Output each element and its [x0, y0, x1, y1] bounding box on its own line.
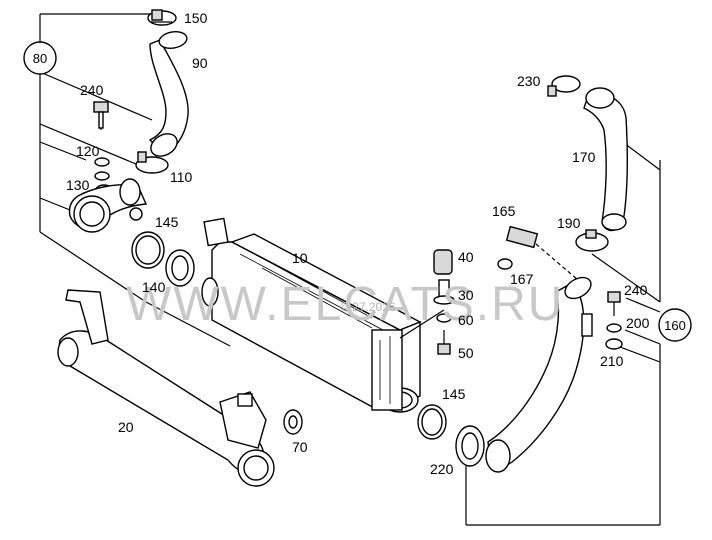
- label-190: 190: [557, 215, 581, 231]
- seal-167: [497, 258, 513, 270]
- hose-90: [148, 31, 189, 157]
- hose-170: [583, 87, 629, 232]
- mount-40: [433, 249, 453, 275]
- label-90: 90: [192, 55, 208, 71]
- oring-145-left: [131, 231, 165, 269]
- label-167: 167: [510, 271, 534, 287]
- label-140: 140: [142, 279, 166, 295]
- frame-lines: [39, 13, 661, 526]
- washer-60: [436, 313, 452, 323]
- sleeve-30: [433, 279, 455, 305]
- bolt-240-right: [607, 291, 621, 316]
- label-165: 165: [492, 203, 516, 219]
- hose-20: [57, 289, 275, 487]
- bolt-50: [399, 309, 451, 355]
- label-120: 120: [76, 143, 100, 159]
- clamp-230: [547, 75, 581, 97]
- label-130: 130: [66, 177, 90, 193]
- label-30: 30: [458, 287, 474, 303]
- sensor-165: [505, 225, 579, 281]
- label-60: 60: [458, 312, 474, 328]
- intercooler-10: [201, 217, 422, 413]
- washer-200: [606, 323, 622, 333]
- watermark-stamp: © 27.2026: [340, 300, 396, 314]
- seal-220: [455, 425, 485, 467]
- label-240-left: 240: [80, 82, 104, 98]
- label-50: 50: [458, 345, 474, 361]
- label-110: 110: [170, 169, 193, 185]
- washer-120: [94, 157, 110, 181]
- label-150: 150: [184, 10, 208, 26]
- label-200: 200: [626, 315, 650, 331]
- label-10: 10: [292, 250, 308, 266]
- callout-80-text: 80: [33, 51, 47, 66]
- callout-160: 160: [658, 308, 692, 342]
- label-70: 70: [292, 439, 308, 455]
- clamp-110: [135, 151, 169, 174]
- label-230: 230: [517, 73, 541, 89]
- seal-140: [165, 249, 195, 287]
- callout-160-text: 160: [664, 318, 686, 333]
- label-145-right: 145: [442, 386, 466, 402]
- part-labels: 150 90 240 120 130 110 145 140 10 40 30 …: [66, 10, 650, 477]
- oring-145-right: [417, 404, 447, 440]
- callout-80: 80: [23, 41, 57, 75]
- label-240-right: 240: [624, 282, 648, 298]
- label-210: 210: [600, 353, 624, 369]
- grommet-70: [283, 409, 303, 435]
- nut-210: [605, 338, 623, 350]
- bolt-240-left: [93, 101, 109, 130]
- elbow-connector-left: [68, 178, 148, 233]
- label-40: 40: [458, 249, 474, 265]
- label-220: 220: [430, 461, 454, 477]
- watermark-text: WWW.ELCATS.RU: [126, 278, 564, 331]
- pipe-right-lower: [485, 276, 593, 473]
- label-170: 170: [572, 149, 596, 165]
- clamp-150: [147, 9, 177, 26]
- clamp-190: [575, 229, 609, 252]
- label-20: 20: [118, 419, 134, 435]
- label-145-left: 145: [155, 214, 179, 230]
